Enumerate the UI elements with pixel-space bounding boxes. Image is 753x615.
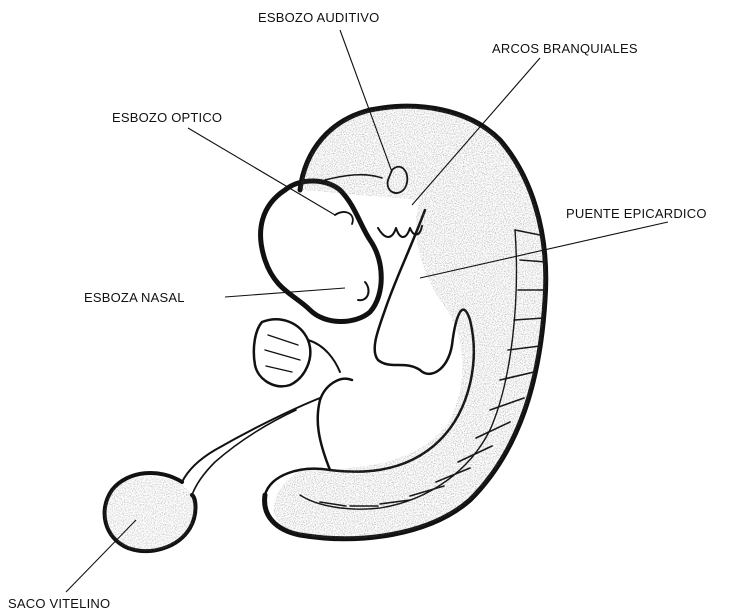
leader-saco-vitelino [66, 520, 136, 592]
label-arcos-branquiales: ARCOS BRANQUIALES [492, 41, 638, 56]
label-saco-vitelino: SACO VITELINO [8, 596, 110, 611]
label-esbozo-optico: ESBOZO OPTICO [112, 110, 222, 125]
stipple-texture [105, 106, 546, 551]
label-puente-epicardico: PUENTE EPICARDICO [566, 206, 707, 221]
limb-bud [254, 319, 340, 386]
label-esbozo-auditivo: ESBOZO AUDITIVO [258, 10, 379, 25]
label-esboza-nasal: ESBOZA NASAL [84, 290, 185, 305]
